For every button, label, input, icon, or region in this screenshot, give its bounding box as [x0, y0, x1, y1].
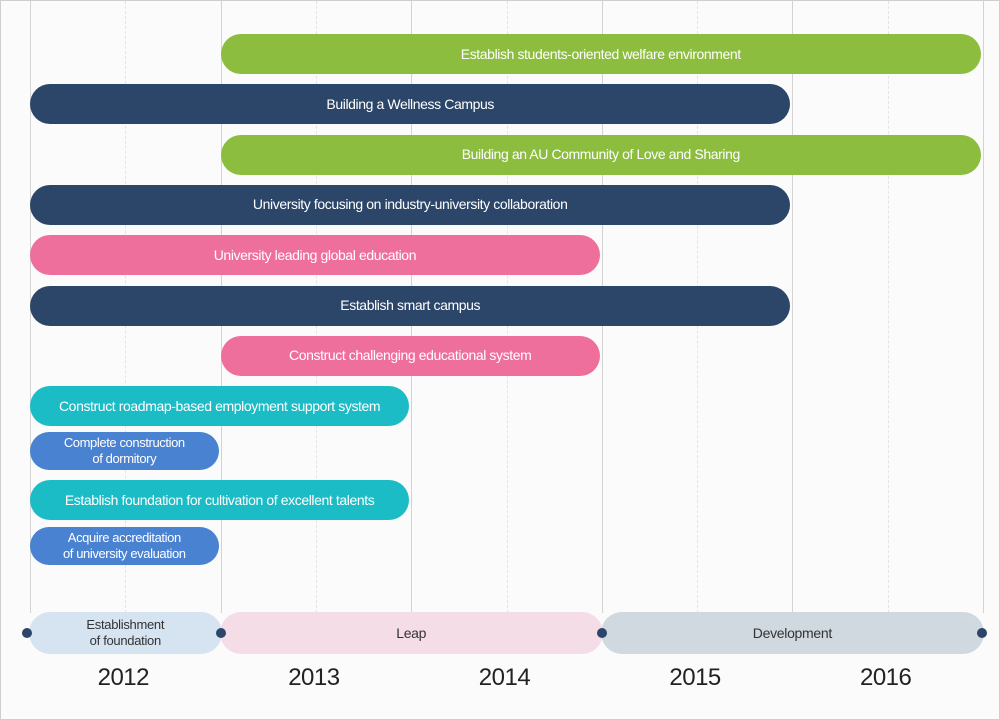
- initiative-bar: University leading global education: [30, 235, 600, 276]
- initiative-bar-label: Establish students-oriented welfare envi…: [460, 45, 741, 62]
- phase-boundary-dot: [215, 628, 226, 638]
- initiative-bar-label: Establish smart campus: [340, 297, 481, 313]
- initiative-bar: Building an AU Community of Love and Sha…: [220, 134, 981, 175]
- initiative-bar-label: University leading global education: [213, 246, 417, 263]
- initiative-bar: Establish smart campus: [30, 285, 791, 326]
- year-label: 2016: [859, 664, 912, 691]
- phase-boundary-dot: [596, 628, 607, 638]
- year-gridline: [792, 1, 794, 613]
- initiative-bar-label: University focusing on industry-universi…: [252, 196, 568, 213]
- year-gridline: [983, 1, 984, 613]
- initiative-bar: Construct roadmap-based employment suppo…: [30, 386, 410, 427]
- phase-boundary-dot: [977, 628, 987, 638]
- year-label: 2015: [669, 664, 721, 691]
- initiative-bar-label: Building an AU Community of Love and Sha…: [461, 146, 741, 163]
- initiative-bar: Establish foundation for cultivation of …: [30, 480, 410, 520]
- initiative-bar: Building a Wellness Campus: [30, 84, 791, 125]
- initiative-bar-label: Building a Wellness Campus: [326, 95, 494, 112]
- initiative-bar-label: Construct challenging educational system: [289, 347, 532, 364]
- phase-segment: Development: [600, 612, 984, 654]
- year-label: 2012: [97, 664, 150, 691]
- initiative-bar: University focusing on industry-universi…: [30, 184, 791, 225]
- phase-label: Leap: [396, 625, 427, 641]
- year-label: 2014: [478, 664, 531, 691]
- initiative-bar-label: Establish foundation for cultivation of …: [64, 491, 375, 508]
- half-year-gridline: [887, 1, 889, 613]
- initiative-bar: Construct challenging educational system: [220, 335, 600, 376]
- year-label: 2013: [288, 664, 340, 691]
- phase-boundary-dot: [22, 628, 32, 638]
- initiative-bar-label: Construct roadmap-based employment suppo…: [58, 397, 381, 414]
- phase-label: Development: [752, 625, 833, 641]
- initiative-bar: Establish students-oriented welfare envi…: [220, 34, 981, 74]
- phase-segment: Leap: [219, 612, 603, 654]
